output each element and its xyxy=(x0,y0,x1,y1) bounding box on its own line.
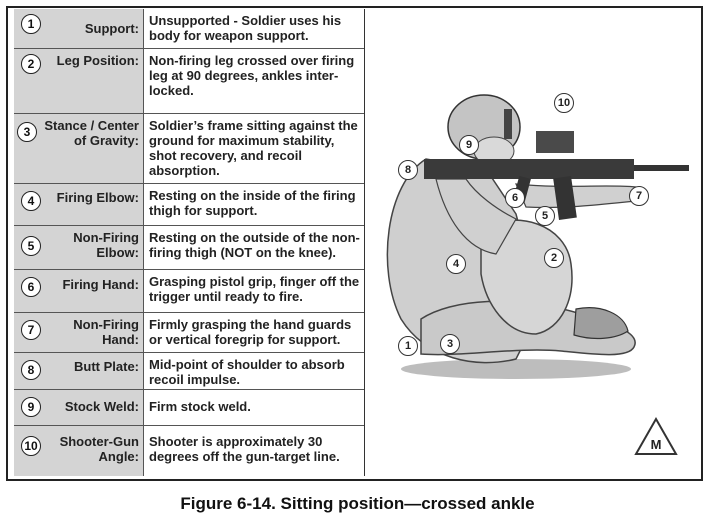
row-description: Mid-point of shoulder to absorb recoil i… xyxy=(149,357,345,387)
table-row: 6 Firing Hand: Grasping pistol grip, fin… xyxy=(14,270,364,313)
label-cell: 2 Leg Position: xyxy=(14,49,144,113)
row-label: Non-Firing Hand: xyxy=(73,317,139,347)
illustration-marker: 7 xyxy=(629,186,649,206)
label-cell: 10 Shooter-Gun Angle: xyxy=(14,426,144,476)
boot-shape xyxy=(573,307,629,340)
illustration-marker: 8 xyxy=(398,160,418,180)
row-number: 6 xyxy=(21,277,41,297)
position-table: 1 Support: Unsupported - Soldier uses hi… xyxy=(14,9,365,476)
row-label: Leg Position: xyxy=(56,53,139,68)
table-row: 2 Leg Position: Non-firing leg crossed o… xyxy=(14,49,364,114)
row-label: Stock Weld: xyxy=(64,399,139,414)
row-number: 3 xyxy=(17,122,37,142)
row-label: Shooter-Gun Angle: xyxy=(59,434,139,464)
ground-shadow xyxy=(401,359,631,379)
row-label: Butt Plate: xyxy=(74,359,139,374)
illustration-marker: 9 xyxy=(459,135,479,155)
illustration-marker: 10 xyxy=(554,93,574,113)
table-row: 10 Shooter-Gun Angle: Shooter is approxi… xyxy=(14,426,364,476)
label-cell: 8 Butt Plate: xyxy=(14,353,144,389)
rifle-body xyxy=(424,159,634,179)
table-row: 1 Support: Unsupported - Soldier uses hi… xyxy=(14,9,364,49)
table-row: 3 Stance / Center of Gravity: Soldier’s … xyxy=(14,114,364,184)
table-row: 8 Butt Plate: Mid-point of shoulder to a… xyxy=(14,353,364,390)
row-description: Resting on the outside of the non-firing… xyxy=(149,230,360,260)
label-cell: 9 Stock Weld: xyxy=(14,390,144,425)
row-description: Unsupported - Soldier uses his body for … xyxy=(149,13,342,43)
illustration-marker: 5 xyxy=(535,206,555,226)
figure-caption: Figure 6-14. Sitting position—crossed an… xyxy=(180,494,535,513)
label-cell: 3 Stance / Center of Gravity: xyxy=(14,114,144,183)
row-number: 9 xyxy=(21,397,41,417)
row-number: 5 xyxy=(21,236,41,256)
row-description: Shooter is approximately 30 degrees off … xyxy=(149,434,340,464)
label-cell: 7 Non-Firing Hand: xyxy=(14,313,144,352)
illustration-marker: 3 xyxy=(440,334,460,354)
badge-letter: M xyxy=(651,437,662,452)
table-row: 7 Non-Firing Hand: Firmly grasping the h… xyxy=(14,313,364,353)
row-number: 10 xyxy=(21,436,41,456)
label-cell: 4 Firing Elbow: xyxy=(14,184,144,225)
badge-triangle xyxy=(634,416,678,455)
row-label: Stance / Center of Gravity: xyxy=(44,118,139,148)
row-number: 1 xyxy=(21,14,41,34)
soldier-figure: M xyxy=(386,94,689,455)
illustration-marker: 6 xyxy=(505,188,525,208)
row-label: Firing Elbow: xyxy=(56,190,139,205)
helmet-mount xyxy=(504,109,512,139)
row-description: Firm stock weld. xyxy=(149,399,251,414)
rifle-barrel xyxy=(634,165,689,171)
row-description: Soldier’s frame sitting against the grou… xyxy=(149,118,358,178)
row-description: Firmly grasping the hand guards or verti… xyxy=(149,317,352,347)
arm-shape xyxy=(435,178,517,255)
row-number: 2 xyxy=(21,54,41,74)
label-cell: 5 Non-Firing Elbow: xyxy=(14,226,144,269)
forearm-shape xyxy=(515,183,637,209)
illustration-marker: 1 xyxy=(398,336,418,356)
soldier-illustration: M 10 9 8 6 7 5 2 4 1 3 xyxy=(366,9,700,476)
row-description: Grasping pistol grip, finger off the tri… xyxy=(149,274,360,304)
table-row: 5 Non-Firing Elbow: Resting on the outsi… xyxy=(14,226,364,270)
row-label: Support: xyxy=(84,21,139,36)
label-cell: 6 Firing Hand: xyxy=(14,270,144,312)
row-number: 8 xyxy=(21,360,41,380)
table-row: 9 Stock Weld: Firm stock weld. xyxy=(14,390,364,426)
row-label: Non-Firing Elbow: xyxy=(73,230,139,260)
rifle-optic xyxy=(536,131,574,153)
row-number: 7 xyxy=(21,320,41,340)
table-row: 4 Firing Elbow: Resting on the inside of… xyxy=(14,184,364,226)
row-description: Resting on the inside of the firing thig… xyxy=(149,188,356,218)
label-cell: 1 Support: xyxy=(14,9,144,48)
illustration-marker: 4 xyxy=(446,254,466,274)
row-description: Non-firing leg crossed over firing leg a… xyxy=(149,53,355,98)
row-label: Firing Hand: xyxy=(62,277,139,292)
illustration-marker: 2 xyxy=(544,248,564,268)
row-number: 4 xyxy=(21,191,41,211)
rifle-magazine xyxy=(553,175,577,221)
